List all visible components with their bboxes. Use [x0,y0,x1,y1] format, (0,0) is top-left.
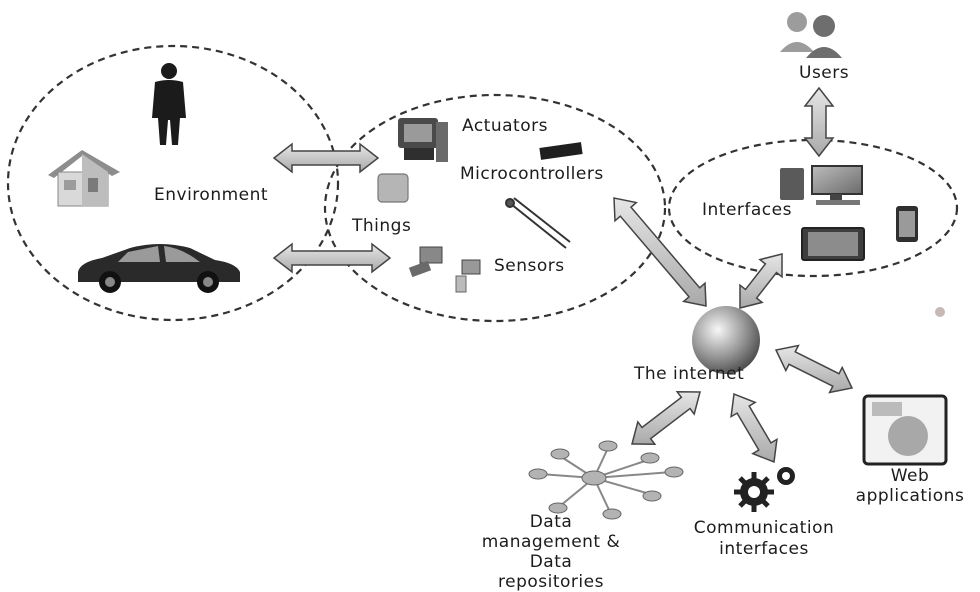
arrow-internet-web [774,344,854,394]
data-line-3: Data [529,552,573,572]
actuators-label: Actuators [462,116,548,136]
actuator-icon [398,118,448,162]
web-applications-line-1: Web [890,466,930,486]
web-applications-line-2: applications [855,486,965,506]
interfaces-label: Interfaces [702,200,792,220]
communication-interfaces-label: Communication interfaces [664,518,864,560]
phone-screen [899,211,915,237]
globe-icon [692,306,760,374]
communication-line-1: Communication [693,518,835,538]
person-icon [152,63,186,145]
environment-label: Environment [154,185,269,205]
gears-icon [734,467,795,512]
interfaces-ellipse [667,138,959,278]
stray-dot [935,307,945,317]
things-label: Things [352,216,412,236]
microcontroller-icon [539,142,583,160]
arrow-microcontrollers-internet [613,197,707,307]
arrow-environment-sensors [272,242,392,274]
users-icon [780,12,842,58]
tablet-screen [808,232,858,256]
sensor-components-icon [408,246,481,293]
data-management-label: Data management & Data repositories [446,512,656,592]
house-icon [48,150,120,207]
desktop-computer-icon [780,165,863,205]
the-internet-label: The internet [634,364,745,384]
arrow-interfaces-internet [739,253,783,309]
data-line-2: management & [481,532,621,552]
data-line-1: Data [529,512,573,532]
microcontrollers-label: Microcontrollers [460,164,604,184]
sensor-probe-icon [505,197,571,249]
things-ellipse [323,93,667,323]
thing-module-icon [377,173,409,203]
users-label: Users [799,63,850,83]
data-line-4: repositories [498,572,604,592]
sensors-label: Sensors [494,256,565,276]
environment-ellipse [6,44,340,322]
arrow-environment-actuators [272,142,380,174]
arrows-group [272,86,854,464]
communication-line-2: interfaces [719,539,809,559]
web-application-icon [862,394,948,466]
car-icon [78,244,240,293]
arrow-internet-data [631,391,701,445]
arrow-users-interfaces [803,86,835,158]
data-network-icon [528,440,684,520]
web-applications-label: Web applications [840,466,980,506]
arrow-internet-communication [730,392,778,464]
